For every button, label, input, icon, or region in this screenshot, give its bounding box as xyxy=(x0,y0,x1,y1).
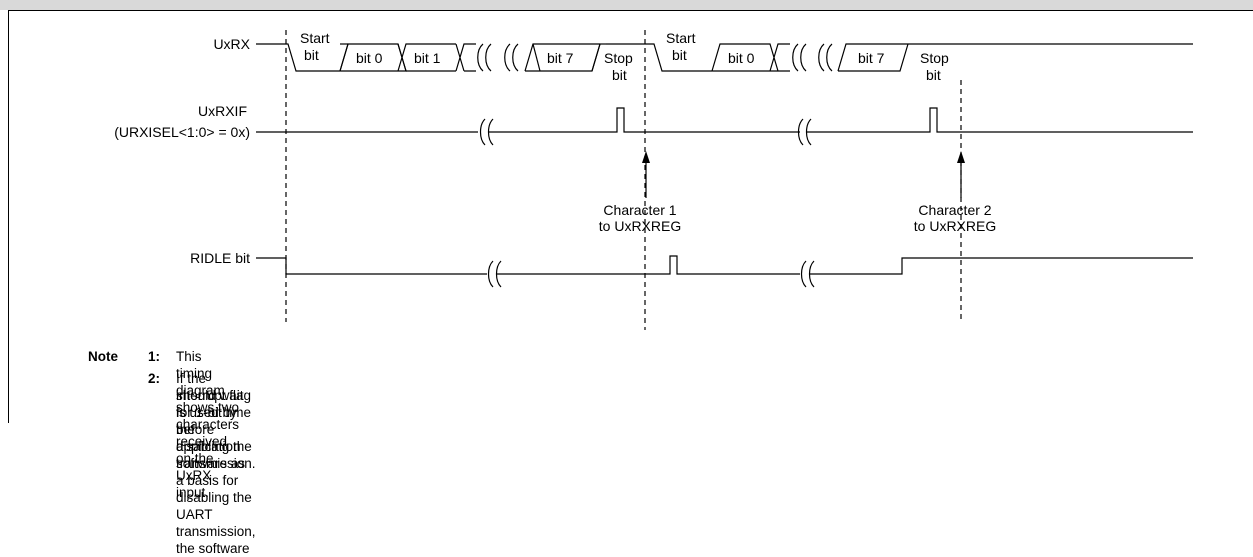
label-urxisel: (URXISEL<1:0> = 0x) xyxy=(114,124,250,140)
figure-frame xyxy=(8,10,1253,423)
frame1-bit0: bit 0 xyxy=(356,50,383,66)
frame1-start-l1: Start xyxy=(300,30,330,46)
char1-arrowhead xyxy=(642,151,650,163)
uxrx-waveform xyxy=(256,43,1193,72)
frame1-bit7: bit 7 xyxy=(547,50,574,66)
figure-title-bar xyxy=(0,0,1253,10)
char2-label-l2: to UxRXREG xyxy=(914,218,996,234)
timing-markers xyxy=(285,30,962,330)
uxrxif-waveform xyxy=(256,107,1193,146)
frame2-stop-l2: bit xyxy=(926,67,941,83)
label-uxrx: UxRX xyxy=(213,36,250,52)
frame1-stop-l2: bit xyxy=(612,67,627,83)
note-1-number: 1: xyxy=(148,349,161,364)
ridle-waveform xyxy=(256,255,1193,288)
frame2-start-l1: Start xyxy=(666,30,696,46)
frame1-stop-l1: Stop xyxy=(604,50,633,66)
note-2-text-line2: should wait for 1-bit time before disabl… xyxy=(176,388,256,471)
label-uxrxif: UxRXIF xyxy=(198,103,247,119)
label-ridle: RIDLE bit xyxy=(190,250,250,266)
timing-diagram: UxRX UxRXIF (URXISEL<1:0> = 0x) RIDLE bi… xyxy=(114,30,1193,330)
char1-label-l1: Character 1 xyxy=(603,202,676,218)
frame2-bit0: bit 0 xyxy=(728,50,755,66)
frame1-start-l2: bit xyxy=(304,47,319,63)
frame2-stop-l1: Stop xyxy=(920,50,949,66)
char1-label-l2: to UxRXREG xyxy=(599,218,681,234)
frame2-bit7: bit 7 xyxy=(858,50,885,66)
frame2-start-l2: bit xyxy=(672,47,687,63)
frame1-bit1: bit 1 xyxy=(414,50,441,66)
note-2-number: 2: xyxy=(148,371,161,386)
char2-label-l1: Character 2 xyxy=(918,202,991,218)
char2-arrowhead xyxy=(957,151,965,163)
note-heading: Note xyxy=(88,349,118,364)
